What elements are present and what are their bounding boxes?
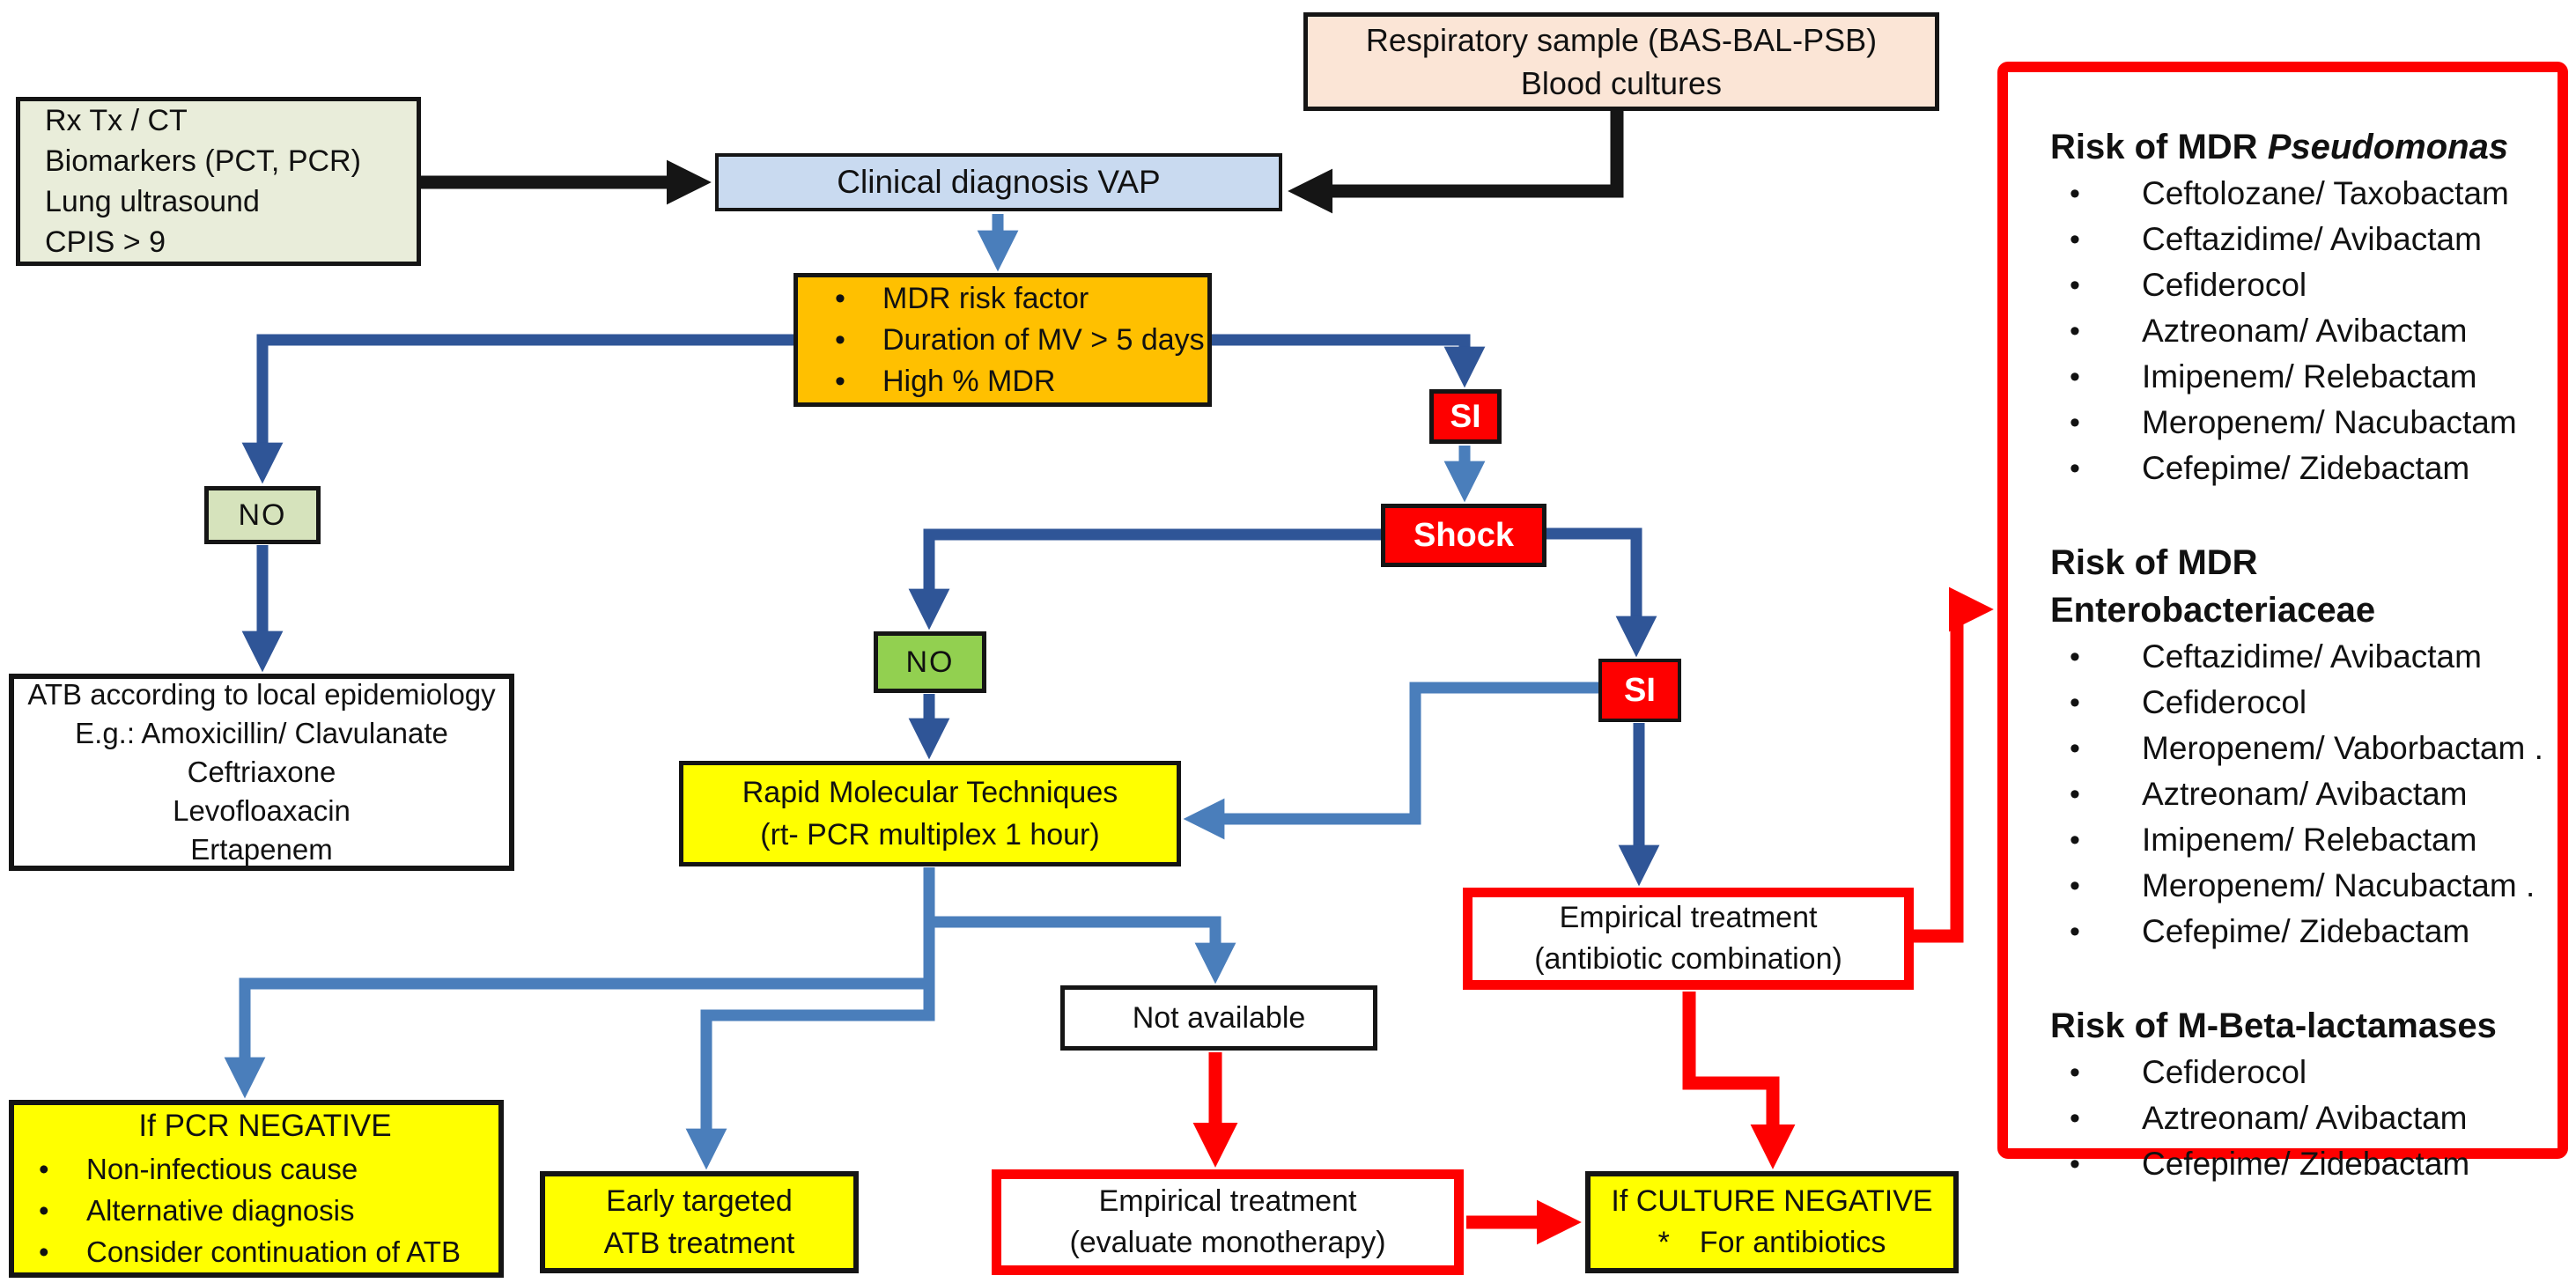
atb-line: E.g.: Amoxicillin/ Clavulanate	[75, 717, 448, 749]
rapid-line: (rt- PCR multiplex 1 hour)	[760, 818, 1100, 852]
risk-item: Cefepime/ Zidebactam	[2050, 1141, 2497, 1187]
empirical-monotherapy-box: Empirical treatment (evaluate monotherap…	[992, 1169, 1464, 1275]
mdr-bullet: High % MDR	[828, 361, 1055, 402]
criteria-line: Rx Tx / CT	[45, 104, 188, 137]
mdr-bullet: Duration of MV > 5 days	[828, 320, 1205, 361]
diagnostic-criteria-box: Rx Tx / CT Biomarkers (PCT, PCR) Lung ul…	[16, 97, 421, 266]
risk-item: Aztreonam/ Avibactam	[2050, 308, 2517, 354]
risk-item: Imipenem/ Relebactam	[2050, 817, 2545, 863]
mdr-bullet: MDR risk factor	[828, 278, 1089, 320]
pcr-negative-bullet: Alternative diagnosis	[32, 1190, 355, 1231]
not-available-label: Not available	[1132, 1000, 1306, 1035]
si-top-node: SI	[1429, 389, 1502, 444]
no-center-label: NO	[905, 645, 955, 679]
culture-negative-title: If CULTURE NEGATIVE	[1611, 1184, 1933, 1218]
risk-item: Cefepime/ Zidebactam	[2050, 446, 2517, 491]
atb-line: Ertapenem	[190, 833, 333, 866]
early-targeted-line: ATB treatment	[603, 1227, 795, 1260]
risk-item: Meropenem/ Nacubactam	[2050, 400, 2517, 446]
pcr-negative-title: If PCR NEGATIVE	[138, 1109, 392, 1143]
shock-node: Shock	[1381, 504, 1546, 567]
empirical-combination-box: Empirical treatment (antibiotic combinat…	[1463, 888, 1914, 990]
empirical-monotherapy-line: (evaluate monotherapy)	[1069, 1226, 1386, 1259]
risk-item: Meropenem/ Nacubactam .	[2050, 863, 2545, 909]
respiratory-sample-box: Respiratory sample (BAS-BAL-PSB) Blood c…	[1303, 12, 1939, 111]
empirical-combination-line: Empirical treatment	[1559, 901, 1818, 934]
risk-section-enterobacteriaceae: Risk of MDR Enterobacteriaceae Ceftazidi…	[2050, 539, 2545, 955]
risk-item: Aztreonam/ Avibactam	[2050, 771, 2545, 817]
risk-item: Imipenem/ Relebactam	[2050, 354, 2517, 400]
risk-antibiotics-panel: Risk of MDR Pseudomonas Ceftolozane/ Tax…	[1997, 62, 2568, 1187]
criteria-line: Biomarkers (PCT, PCR)	[45, 144, 361, 178]
empirical-combination-line: (antibiotic combination)	[1534, 942, 1842, 976]
atb-line: ATB according to local epidemiology	[27, 678, 496, 711]
risk-item: Cefiderocol	[2050, 680, 2545, 726]
risk-item: Cefiderocol	[2050, 1050, 2497, 1095]
si-right-node: SI	[1598, 659, 1681, 722]
risk-section-title: Risk of MDR Enterobacteriaceae	[2050, 543, 2376, 630]
risk-section-title: Risk of M-Beta-lactamases	[2050, 1006, 2497, 1045]
risk-item: Meropenem/ Vaborbactam .	[2050, 726, 2545, 771]
pcr-negative-bullet: Non-infectious cause	[32, 1148, 358, 1190]
risk-item: Ceftazidime/ Avibactam	[2050, 634, 2545, 680]
early-targeted-box: Early targeted ATB treatment	[540, 1171, 859, 1273]
atb-local-epidemiology-box: ATB according to local epidemiology E.g.…	[9, 674, 514, 871]
mdr-risk-box: MDR risk factor Duration of MV > 5 days …	[793, 273, 1212, 407]
vap-label: Clinical diagnosis VAP	[837, 164, 1161, 200]
si-top-label: SI	[1450, 398, 1481, 434]
not-available-box: Not available	[1060, 985, 1377, 1051]
no-left-label: NO	[238, 498, 287, 532]
risk-item: Ceftolozane/ Taxobactam	[2050, 171, 2517, 217]
risk-section-m-beta-lactamases: Risk of M-Beta-lactamases Cefiderocol Az…	[2050, 1002, 2497, 1187]
shock-label: Shock	[1413, 516, 1515, 554]
risk-item: Cefiderocol	[2050, 262, 2517, 308]
culture-negative-bullet: For antibiotics	[1699, 1226, 1886, 1259]
atb-line: Ceftriaxone	[187, 756, 336, 788]
rapid-molecular-box: Rapid Molecular Techniques (rt- PCR mult…	[679, 761, 1181, 866]
empirical-monotherapy-line: Empirical treatment	[1098, 1184, 1357, 1218]
risk-item: Cefepime/ Zidebactam	[2050, 909, 2545, 955]
sample-line: Respiratory sample (BAS-BAL-PSB)	[1365, 22, 1878, 58]
criteria-line: Lung ultrasound	[45, 185, 260, 218]
asterisk-marker: *	[1657, 1226, 1670, 1259]
pcr-negative-box: If PCR NEGATIVE Non-infectious cause Alt…	[9, 1100, 504, 1278]
atb-line: Levofloaxacin	[173, 794, 351, 827]
risk-section-pseudomonas: Risk of MDR Pseudomonas Ceftolozane/ Tax…	[2050, 123, 2517, 491]
risk-item: Aztreonam/ Avibactam	[2050, 1095, 2497, 1141]
early-targeted-line: Early targeted	[606, 1184, 793, 1218]
criteria-line: CPIS > 9	[45, 225, 166, 259]
no-left-node: NO	[204, 486, 321, 544]
si-right-label: SI	[1624, 671, 1656, 709]
no-center-node: NO	[874, 631, 986, 693]
risk-section-title: Risk of MDR Pseudomonas	[2050, 128, 2509, 166]
culture-negative-box: If CULTURE NEGATIVE * For antibiotics	[1585, 1171, 1959, 1273]
risk-item: Ceftazidime/ Avibactam	[2050, 217, 2517, 262]
rapid-line: Rapid Molecular Techniques	[742, 776, 1118, 809]
clinical-diagnosis-vap-box: Clinical diagnosis VAP	[715, 153, 1282, 211]
pcr-negative-bullet: Consider continuation of ATB	[32, 1231, 461, 1272]
sample-line: Blood cultures	[1520, 65, 1723, 101]
